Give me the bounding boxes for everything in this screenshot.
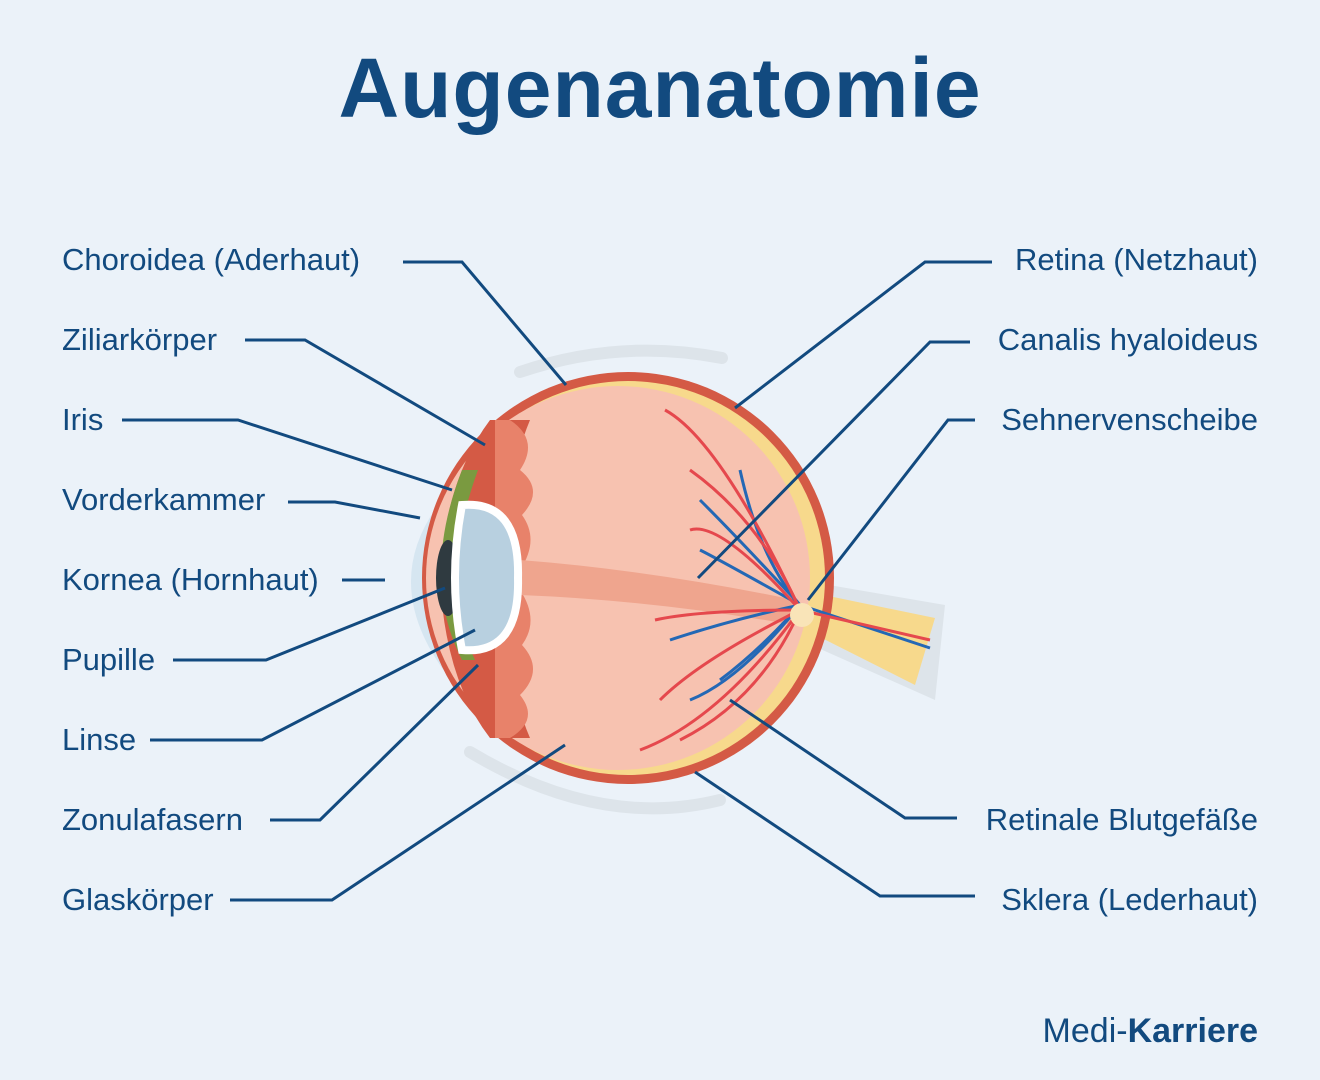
lens-shape [451, 500, 523, 655]
label-sehnervenscheibe: Sehnervenscheibe [1001, 402, 1258, 437]
label-iris: Iris [62, 402, 104, 437]
label-blutgefaesse: Retinale Blutgefäße [985, 802, 1258, 837]
label-choroidea: Choroidea (Aderhaut) [62, 242, 361, 277]
cornea-glow [410, 470, 470, 685]
label-sklera: Sklera (Lederhaut) [1001, 882, 1258, 917]
brand-prefix: Medi- [1042, 1012, 1128, 1050]
label-canalis: Canalis hyaloideus [997, 322, 1258, 357]
leader-lines [122, 260, 992, 902]
label-kornea: Kornea (Hornhaut) [62, 562, 319, 597]
label-glaskoerper: Glaskörper [62, 882, 214, 917]
hyaloid-canal [520, 560, 795, 625]
optic-disc [790, 603, 814, 627]
page-title: Augenanatomie [338, 41, 982, 135]
shadow-arc-top [514, 344, 728, 378]
label-ziliarkoerper: Ziliarkörper [62, 322, 218, 357]
brand-logo: Medi-Karriere [1043, 1012, 1258, 1051]
brand-suffix: Karriere [1127, 1012, 1258, 1050]
label-pupille: Pupille [62, 642, 156, 677]
label-retina: Retina (Netzhaut) [1015, 242, 1258, 277]
label-linse: Linse [62, 722, 137, 757]
label-zonulafasern: Zonulafasern [62, 802, 243, 837]
shadow-arc-bottom [464, 746, 726, 815]
retinal-arteries [639, 408, 931, 752]
label-vorderkammer: Vorderkammer [62, 482, 266, 517]
